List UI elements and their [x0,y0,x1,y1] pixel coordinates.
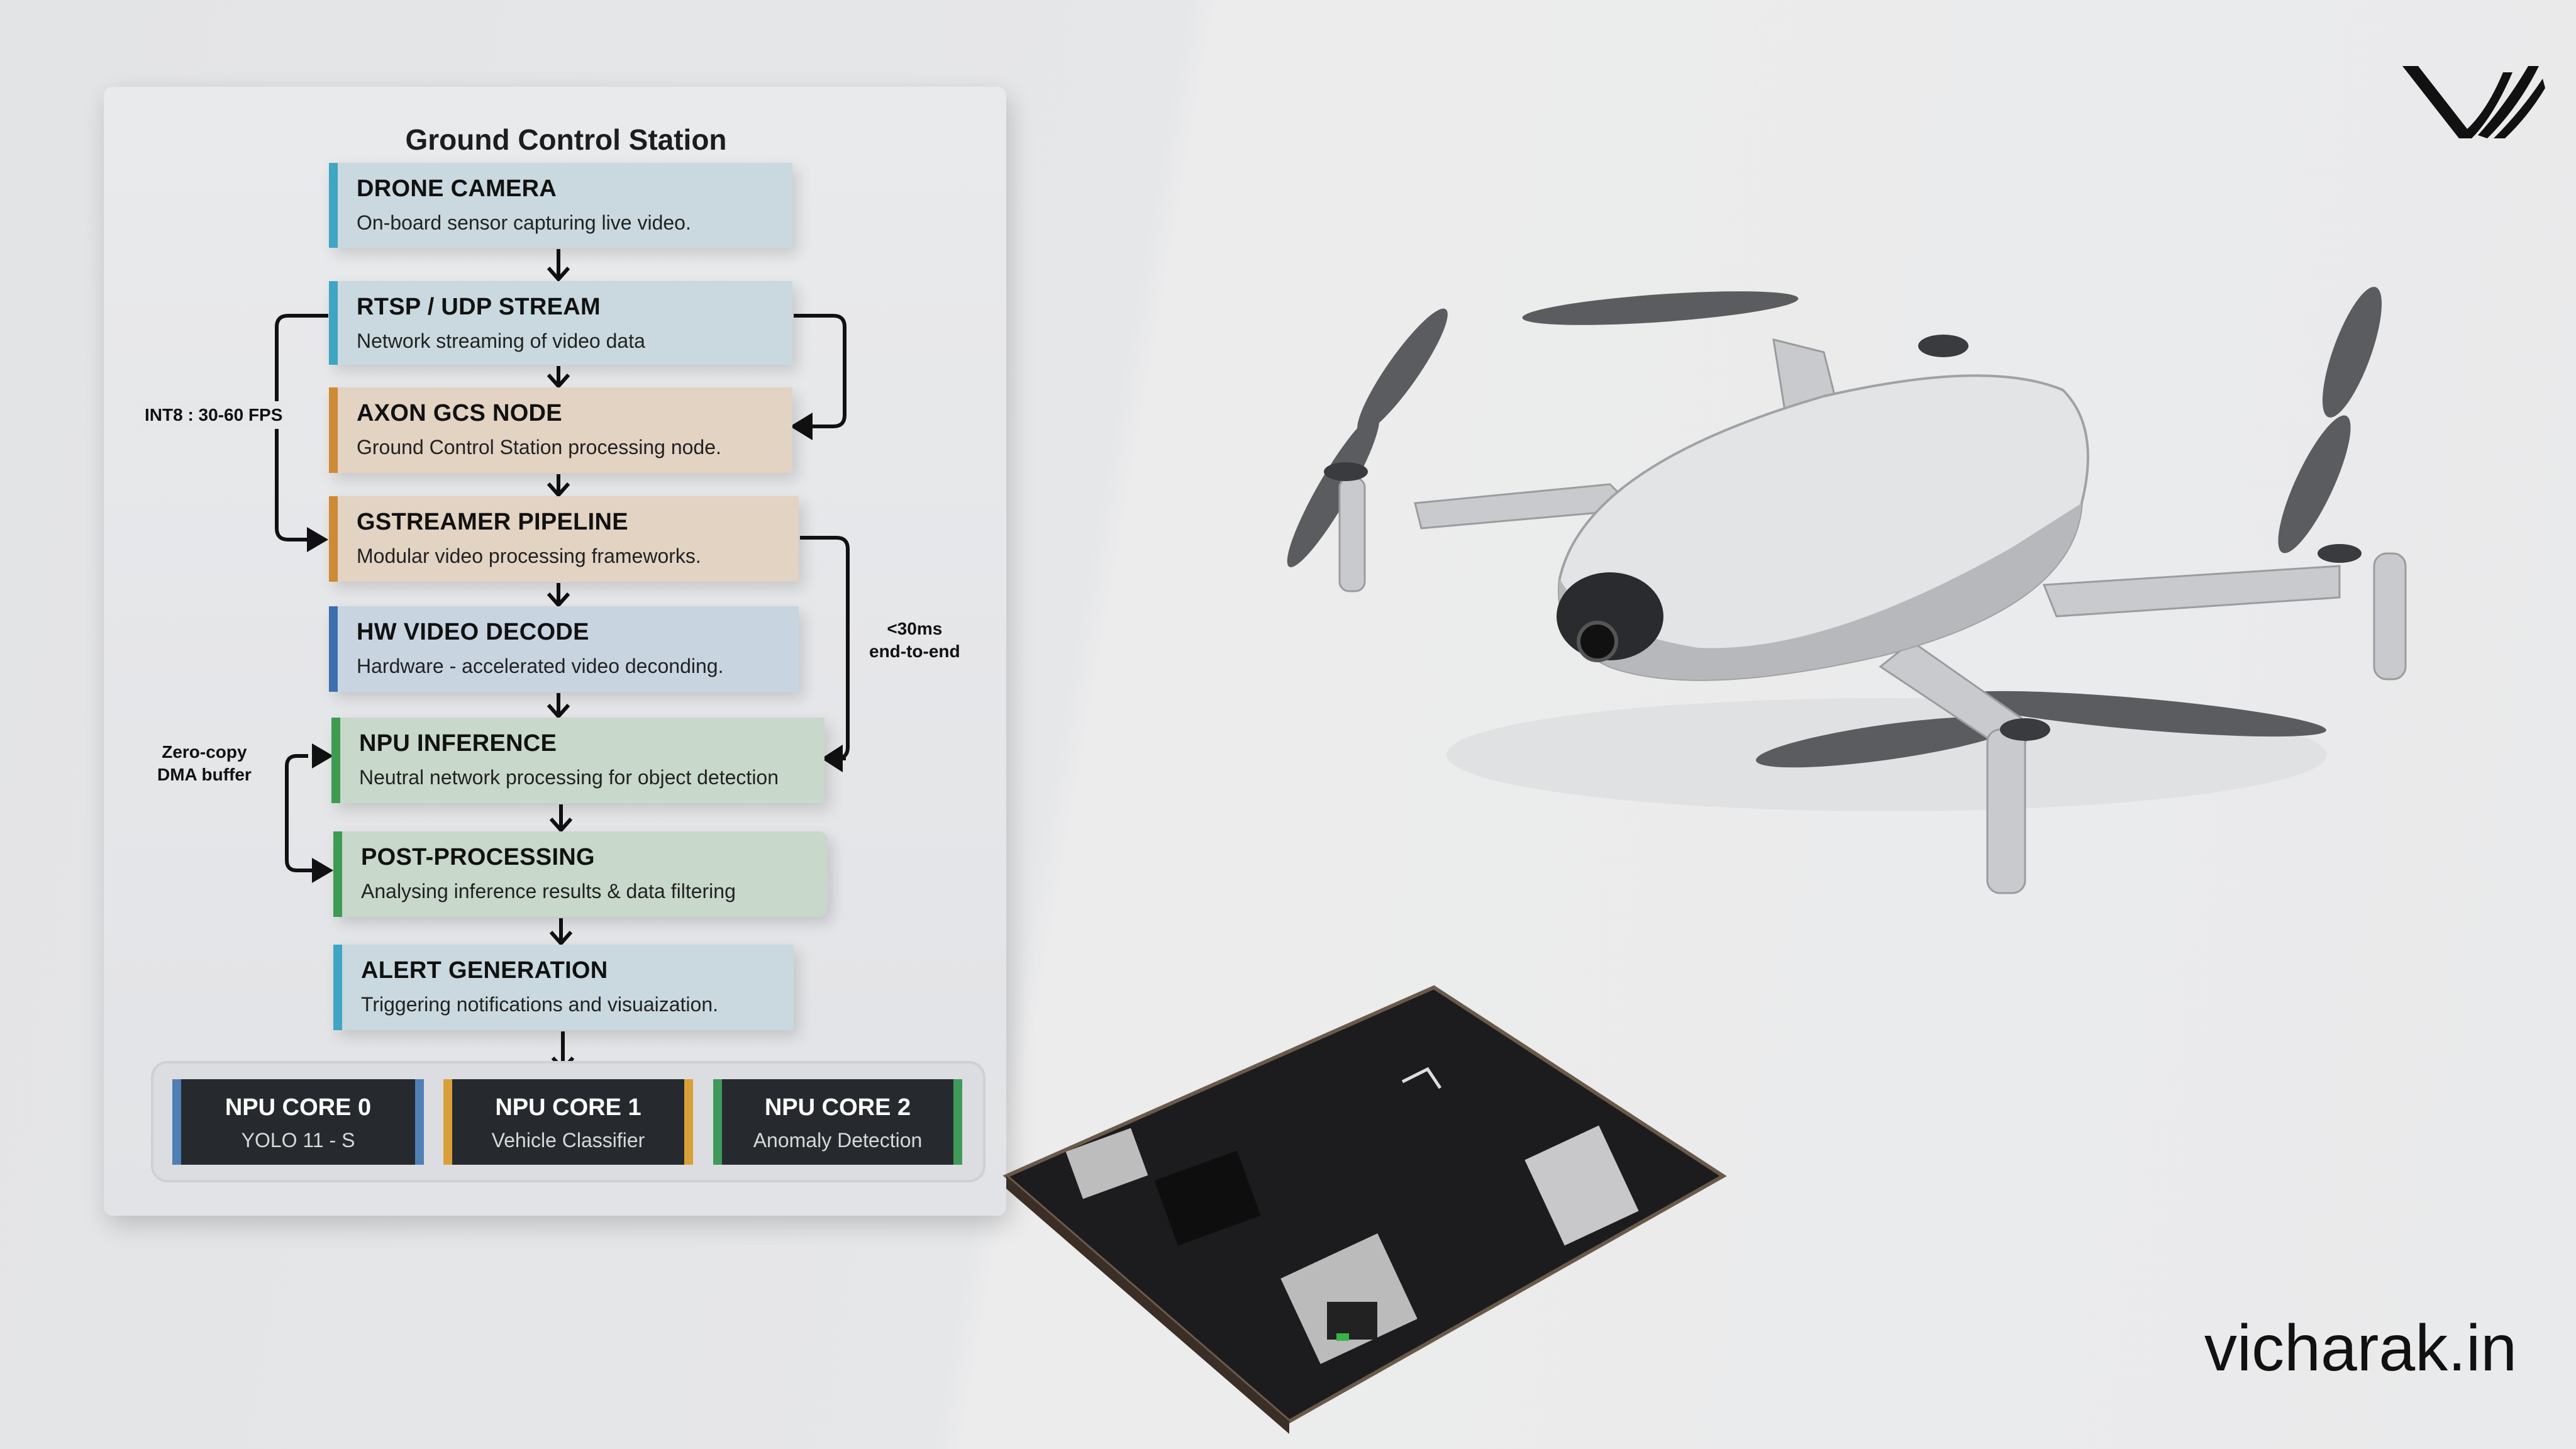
npu-core-0: NPU CORE 0 YOLO 11 - S [172,1079,424,1165]
stage-drone-camera: DRONE CAMERA On-board sensor capturing li… [329,163,792,248]
stage-desc: Analysing inference results & data filte… [361,880,736,902]
stage-desc: On-board sensor capturing live video. [357,211,691,234]
stage-title: POST-PROCESSING [361,844,595,870]
core-model: Vehicle Classifier [491,1129,645,1152]
latency-label: <30ms end-to-end [863,615,967,665]
npu-core-2: NPU CORE 2 Anomaly Detection [713,1079,962,1165]
stage-desc: Neutral network processing for object de… [359,766,779,789]
stage-rtsp-stream: RTSP / UDP STREAM Network streaming of vi… [329,281,792,365]
stage-npu-inference: NPU INFERENCE Neutral network processing … [331,718,824,803]
stage-desc: Modular video processing frameworks. [357,545,701,567]
diagram-title: Ground Control Station [405,123,727,156]
core-model: YOLO 11 - S [241,1129,355,1152]
stage-title: AXON GCS NODE [357,400,562,426]
core-model: Anomaly Detection [753,1129,923,1152]
stage-title: RTSP / UDP STREAM [357,294,601,320]
core-name: NPU CORE 2 [764,1094,911,1121]
stage-axon-gcs-node: AXON GCS NODE Ground Control Station proc… [329,387,792,473]
drone-image [1287,287,2407,894]
axon-board-image [1002,985,1727,1434]
fps-label: INT8 : 30-60 FPS [138,401,289,429]
stage-post-processing: POST-PROCESSING Analysing inference resul… [333,831,828,917]
stage-title: DRONE CAMERA [357,175,557,202]
latency-line-1: <30ms [887,619,943,638]
latency-line-2: end-to-end [869,641,960,661]
vicharak-logo-icon [2402,66,2545,138]
npu-core-1: NPU CORE 1 Vehicle Classifier [443,1079,693,1165]
stage-gstreamer-pipeline: GSTREAMER PIPELINE Modular video processi… [329,496,799,582]
core-name: NPU CORE 1 [495,1094,641,1121]
stage-title: HW VIDEO DECODE [357,619,589,645]
stage-title: NPU INFERENCE [359,730,557,757]
core-name: NPU CORE 0 [225,1094,372,1121]
stage-alert-generation: ALERT GENERATION Triggering notifications… [333,945,794,1030]
stage-desc: Hardware - accelerated video deconding. [357,655,724,677]
stage-desc: Ground Control Station processing node. [357,436,721,458]
stage-desc: Network streaming of video data [357,330,645,352]
dma-line-2: DMA buffer [157,765,252,784]
stage-title: GSTREAMER PIPELINE [357,509,628,535]
stage-title: ALERT GENERATION [361,957,608,984]
stage-desc: Triggering notifications and visuaizatio… [361,993,719,1016]
dma-line-1: Zero-copy [162,742,247,762]
stage-hw-video-decode: HW VIDEO DECODE Hardware - accelerated vi… [329,606,799,692]
brand-site-url: vicharak.in [2204,1312,2518,1385]
